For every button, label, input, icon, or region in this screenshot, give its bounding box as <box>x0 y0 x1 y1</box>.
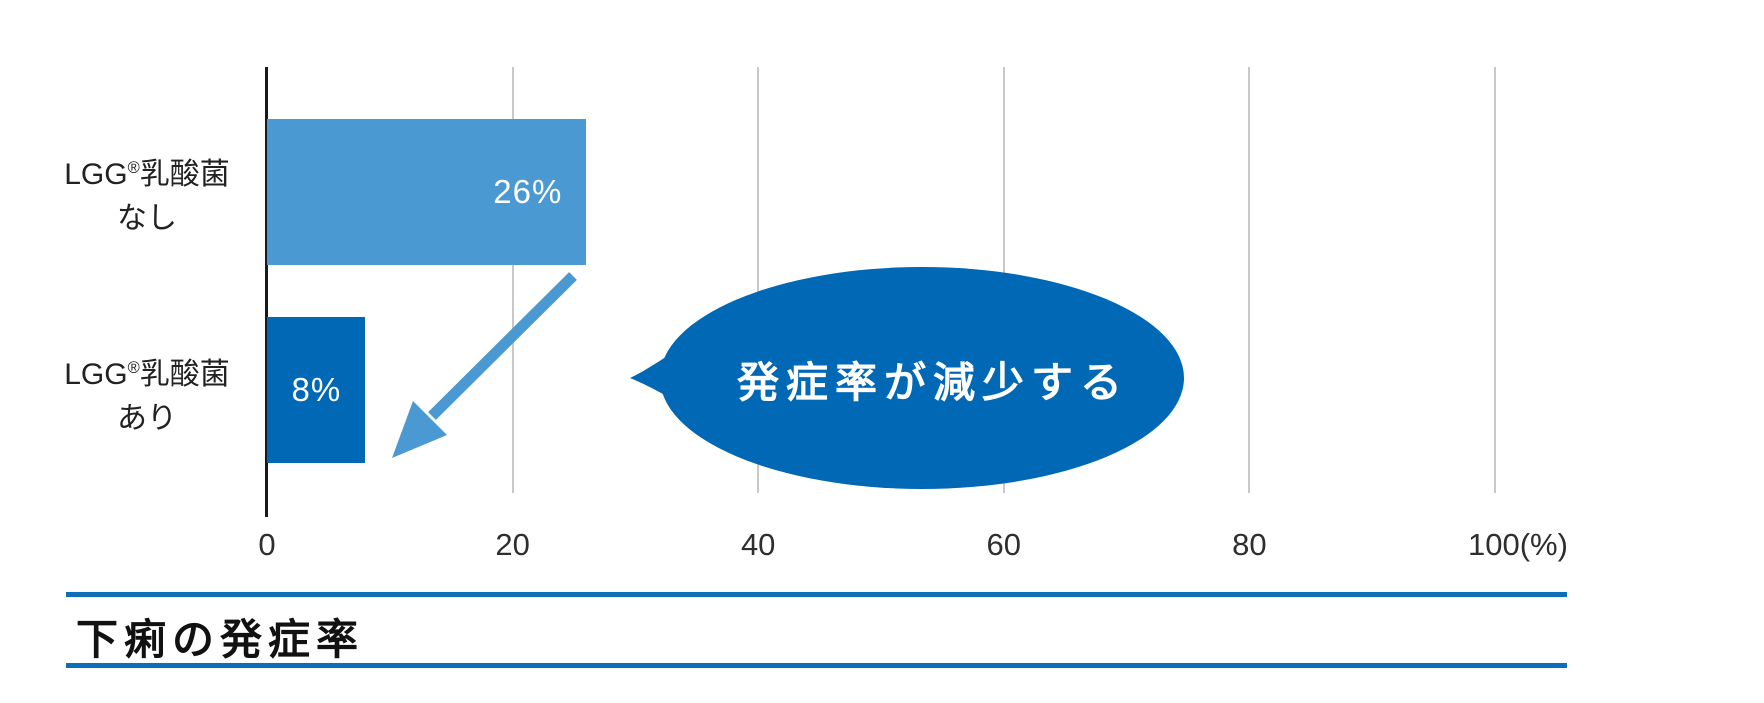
category-label-line2: なし <box>117 202 177 235</box>
category-axis-line <box>265 67 268 517</box>
category-label-line1: LGG®乳酸菌 <box>64 358 230 391</box>
bar-value-label: 26% <box>493 173 563 210</box>
category-label-without-lgg: LGG®乳酸菌 なし <box>27 146 267 241</box>
x-tick-40: 40 <box>740 527 776 562</box>
bar-without-lgg: 26% <box>267 119 587 265</box>
chart-title: 下痢の発症率 <box>76 616 365 663</box>
registered-mark: ® <box>127 359 140 377</box>
category-label-line1: LGG®乳酸菌 <box>64 158 230 191</box>
x-tick-80: 80 <box>1232 527 1267 562</box>
category-label-with-lgg: LGG®乳酸菌 あり <box>27 346 267 441</box>
down-arrow-icon <box>392 272 577 458</box>
gridline-40 <box>757 67 760 493</box>
x-tick-20: 20 <box>495 527 530 562</box>
caption-rule-bottom <box>66 663 1567 668</box>
x-tick-0: 0 <box>258 527 276 562</box>
x-tick-60: 60 <box>986 527 1022 562</box>
gridline-100 <box>1494 67 1496 493</box>
x-tick-100-percent: 100(%) <box>1468 527 1568 562</box>
gridline-80 <box>1248 67 1251 493</box>
bubble-annotation-text: 発症率が減少する <box>736 358 1129 406</box>
category-label-line2: あり <box>117 402 177 435</box>
bar-with-lgg: 8% <box>267 317 366 463</box>
bar-value-label: 8% <box>291 371 342 408</box>
caption-rule-top <box>66 592 1567 597</box>
registered-mark: ® <box>127 159 140 177</box>
gridline-60 <box>1002 67 1005 493</box>
